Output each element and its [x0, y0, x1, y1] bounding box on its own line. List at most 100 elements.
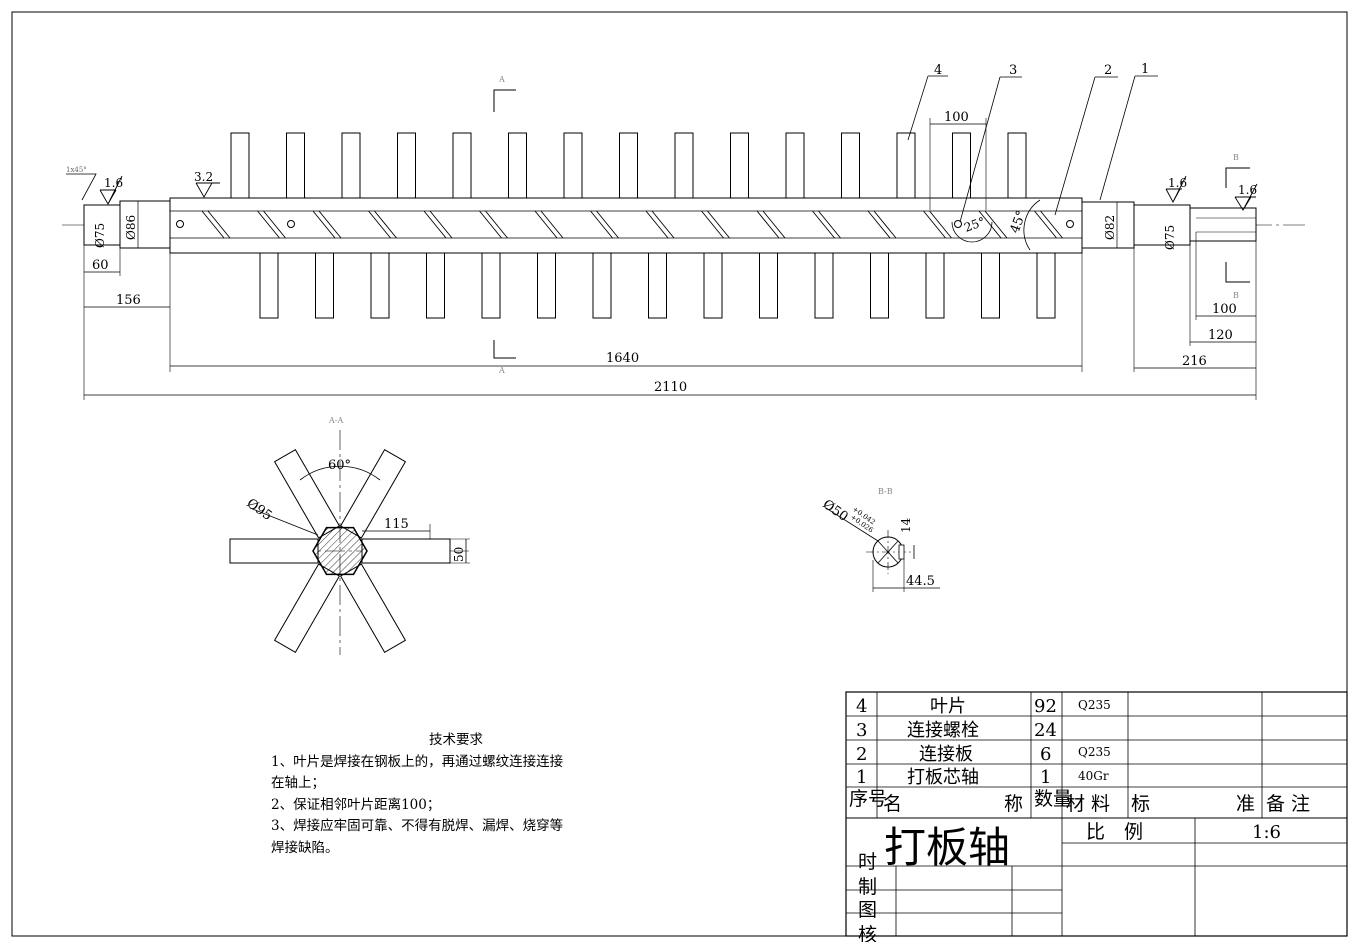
blade-bottom	[426, 252, 445, 319]
right-keyed-end	[1189, 207, 1257, 242]
dim-value: 60	[92, 258, 109, 273]
part-name: 连接螺栓	[907, 720, 979, 741]
role-label: 时	[858, 851, 877, 873]
dim-key-width: 14	[899, 517, 913, 533]
left-collar	[119, 200, 171, 249]
section-bb-title: B-B	[878, 487, 893, 496]
dim-left-journal-len: 60	[83, 245, 121, 400]
shaft-body	[169, 197, 1083, 254]
header-qty: 数量	[1034, 788, 1072, 810]
blade-bottom	[703, 252, 723, 319]
dim-value: 216	[1182, 354, 1207, 369]
blade-top	[397, 132, 416, 199]
blade-top	[508, 132, 527, 199]
dim-right-journal-dia: Ø75	[1163, 225, 1177, 250]
blade-bottom	[759, 252, 778, 319]
chamfer-note: 1x45°	[66, 166, 97, 201]
drawing-frame	[11, 11, 1348, 937]
dim-right-collar-dia: Ø82	[1103, 215, 1117, 240]
header-standard-1: 标	[1131, 793, 1150, 815]
part-qty: 24	[1034, 720, 1057, 741]
dim-right-key-len: 120 100	[1189, 232, 1256, 346]
section-label-b-top: B	[1233, 153, 1239, 162]
blades-bottom	[259, 252, 1056, 319]
section-mark-b-top	[1225, 167, 1250, 188]
angle-arc-60	[299, 465, 381, 481]
blade-bottom	[592, 252, 612, 319]
blade-bottom	[315, 252, 334, 319]
connecting-plate	[756, 210, 786, 239]
connecting-plate	[645, 210, 675, 239]
roughness-value: 1.6	[104, 176, 123, 190]
part-no: 1	[856, 767, 867, 788]
blade-bottom	[481, 252, 501, 319]
dim-left-journal-dia: Ø75	[93, 223, 107, 248]
blade-top	[341, 132, 361, 199]
section-mark-a-bottom	[493, 340, 516, 359]
dim-value: 100	[944, 110, 969, 125]
dim-dia-95: Ø95	[244, 496, 275, 524]
part-material: Q235	[1078, 698, 1111, 712]
scale-label: 比 例	[1086, 821, 1143, 843]
angle-60-label: 60°	[328, 458, 351, 473]
dim-blade-width: 50	[452, 547, 466, 562]
balloon-label-4: 4	[934, 63, 942, 78]
role-label: 制	[858, 876, 877, 898]
connecting-plate	[1034, 210, 1063, 239]
tech-note-line: 2、保证相邻叶片距离100；	[271, 796, 441, 813]
roughness-symbol-right-1: 1.6	[1165, 175, 1187, 203]
dim-right-end-len: 216	[1133, 248, 1256, 372]
angle-arc-45	[1023, 199, 1041, 251]
dim-value: 2110	[654, 380, 687, 395]
balloon-label-2: 2	[1104, 63, 1112, 78]
tech-notes-title: 技术要求	[429, 732, 483, 748]
blade-bottom	[648, 252, 667, 319]
dim-value: 1640	[606, 351, 639, 366]
blade-bottom	[814, 252, 834, 319]
roughness-symbol-left: 1.6	[99, 175, 123, 205]
part-qty: 1	[1040, 767, 1051, 788]
part-name: 打板芯轴	[907, 767, 979, 788]
angle-arc-25	[951, 221, 993, 243]
bolt-hole	[1066, 220, 1074, 228]
connecting-plate	[812, 210, 841, 239]
header-name-1: 名	[883, 793, 902, 815]
blades-top	[230, 132, 1027, 199]
right-collar	[1081, 201, 1135, 249]
tech-note-line: 3、焊接应牢固可靠、不得有脱焊、漏焊、烧穿等	[271, 818, 564, 834]
connecting-plate	[201, 210, 231, 239]
technical-requirements: 技术要求 1、叶片是焊接在钢板上的，再通过螺纹连接连接 在轴上； 2、保证相邻叶…	[271, 730, 651, 859]
leader-dia-50	[825, 507, 879, 542]
angle-25-label: 25°	[962, 214, 987, 234]
balloon-4: 4	[907, 63, 948, 141]
blade-top	[286, 132, 305, 199]
dim-blade-len: 115	[384, 517, 409, 532]
blade-top	[952, 132, 971, 199]
blade-top	[896, 132, 916, 199]
connecting-plate	[923, 210, 952, 239]
blade-top	[230, 132, 250, 199]
roughness-value: 1.6	[1168, 176, 1187, 190]
header-material: 材 料	[1066, 793, 1110, 815]
main-view: A A B B 4 3 2 1 1.	[62, 62, 1308, 400]
part-no: 3	[856, 720, 867, 741]
connecting-plate	[701, 210, 730, 239]
dim-value: 156	[116, 293, 141, 308]
blade-bottom	[370, 252, 390, 319]
blade-bottom	[925, 252, 945, 319]
tech-note-line: 焊接缺陷。	[271, 839, 339, 856]
part-qty: 92	[1034, 696, 1057, 717]
connecting-plate	[368, 210, 397, 239]
header-no: 序号	[849, 788, 887, 810]
tech-note-line: 1、叶片是焊接在钢板上的，再通过螺纹连接连接	[271, 753, 564, 770]
leader-dia-95	[249, 507, 319, 536]
part-material: Q235	[1078, 745, 1111, 759]
connecting-plate	[867, 210, 897, 239]
blade-bottom	[1036, 252, 1056, 319]
roughness-symbol-right-2: 1.6	[1234, 183, 1258, 211]
balloon-label-1: 1	[1141, 62, 1149, 77]
bolt-hole	[176, 220, 184, 228]
dim-blade-pitch: 100	[929, 110, 987, 210]
blade-top	[452, 132, 472, 199]
blade-bottom	[870, 252, 889, 319]
